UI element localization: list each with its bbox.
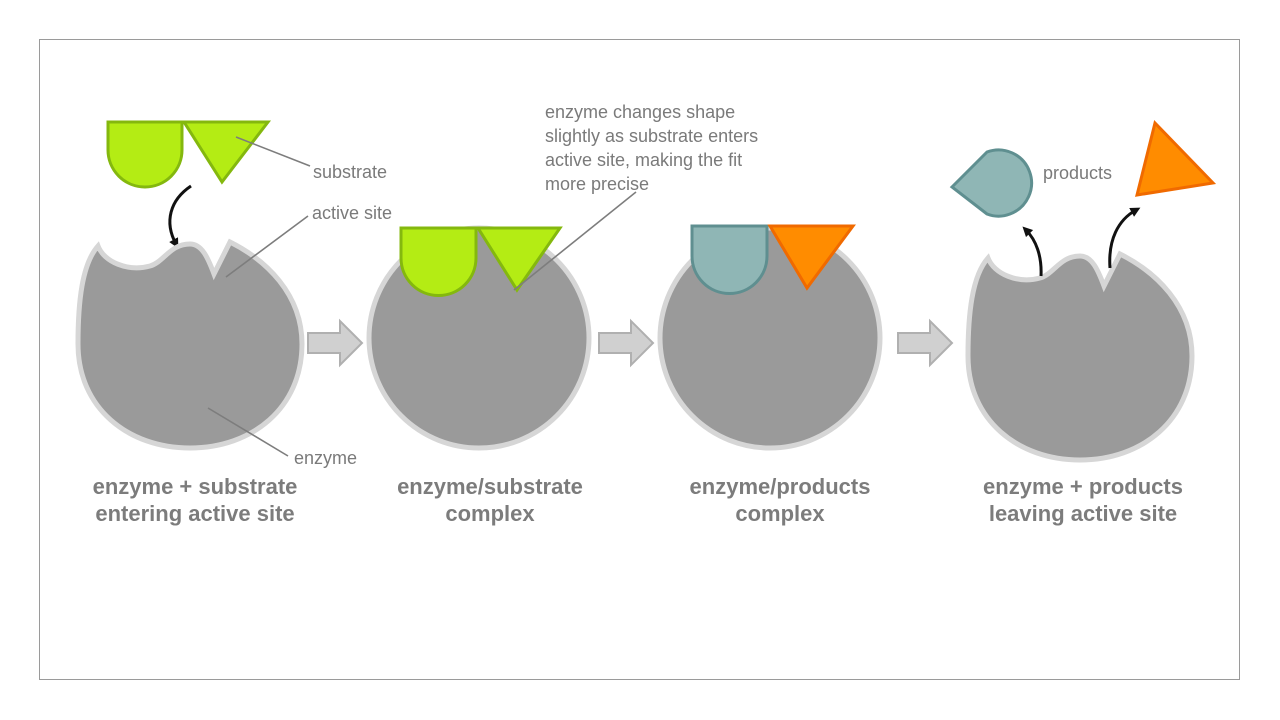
release-arrow-right	[1108, 207, 1141, 269]
enzyme-shape	[968, 254, 1192, 460]
shape-change-note-line-2: slightly as substrate enters	[545, 126, 758, 146]
stage-3: enzyme/products complex	[657, 224, 883, 526]
process-arrow-3	[897, 320, 953, 366]
stage-4: products enzyme + products leaving activ…	[949, 120, 1217, 526]
stage-1-caption-line-2: entering active site	[95, 501, 294, 526]
substrate-shape	[399, 226, 563, 297]
process-arrow-1	[307, 320, 363, 366]
stage-2-caption-line-1: enzyme/substrate	[397, 474, 583, 499]
product-triangle-shape	[767, 224, 856, 291]
substrate-label: substrate	[313, 162, 387, 182]
enzyme-shape	[78, 242, 302, 448]
product-triangle-shape	[1134, 120, 1217, 197]
stage-2: enzyme changes shape slightly as substra…	[366, 102, 758, 526]
stage-1: substrate active site enzyme enzyme + su…	[78, 120, 392, 526]
stage-3-caption-line-2: complex	[735, 501, 825, 526]
enzyme-leader	[207, 407, 289, 457]
product-round-shape	[690, 224, 769, 295]
stage-4-caption-line-1: enzyme + products	[983, 474, 1183, 499]
product-round-shape	[949, 148, 1033, 218]
binding-arrow	[168, 184, 192, 249]
shape-change-note-line-4: more precise	[545, 174, 649, 194]
active-site-label: active site	[312, 203, 392, 223]
release-arrow-left	[1022, 226, 1043, 277]
shape-change-leader	[513, 191, 637, 291]
shape-change-note-line-3: active site, making the fit	[545, 150, 742, 170]
enzyme-label: enzyme	[294, 448, 357, 468]
products-label: products	[1043, 163, 1112, 183]
active-site-leader	[225, 215, 309, 278]
shape-change-note-line-1: enzyme changes shape	[545, 102, 735, 122]
substrate-leader	[235, 136, 311, 167]
process-arrow-2	[598, 320, 654, 366]
stage-4-caption-line-2: leaving active site	[989, 501, 1177, 526]
stage-3-caption-line-1: enzyme/products	[690, 474, 871, 499]
substrate-shape	[106, 120, 272, 189]
stage-1-caption-line-1: enzyme + substrate	[93, 474, 298, 499]
stage-2-caption-line-2: complex	[445, 501, 535, 526]
